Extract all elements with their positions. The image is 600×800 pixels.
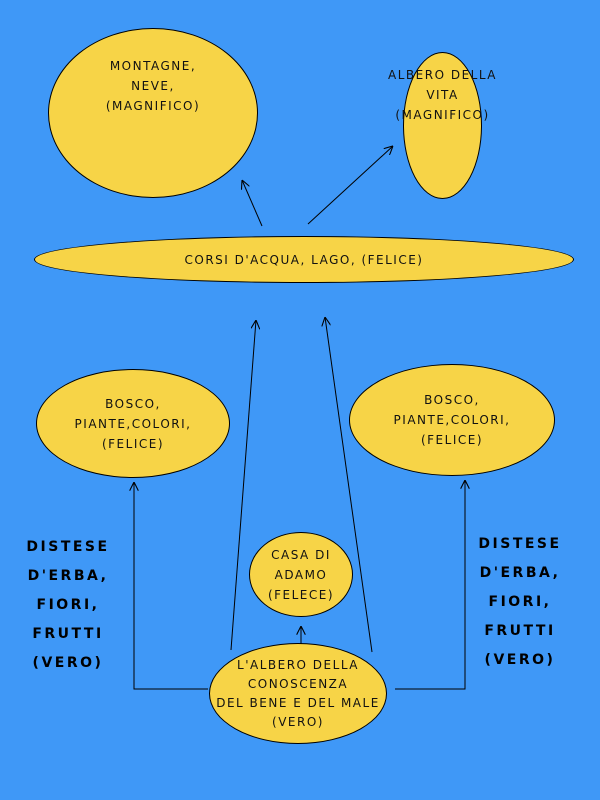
node-montagne: MONTAGNE, NEVE, (MAGNIFICO) <box>48 28 258 198</box>
node-bosco-left-line-1: BOSCO, <box>105 396 161 411</box>
node-casa-adamo-line-3: (FELECE) <box>267 587 335 602</box>
label-distese-right-line-3: FIORI, <box>488 594 552 610</box>
node-albero-conoscenza-line-3: DEL BENE E DEL MALE <box>216 695 380 710</box>
label-distese-right-line-5: (VERO) <box>484 652 556 668</box>
label-distese-right-line-2: D'ERBA, <box>479 565 561 581</box>
node-albero-conoscenza-line-1: L'ALBERO DELLA <box>237 657 359 672</box>
node-bosco-left: BOSCO, PIANTE,COLORI, (FELICE) <box>36 369 230 478</box>
node-casa-adamo-line-2: ADAMO <box>274 567 328 582</box>
label-distese-left: DISTESE D'ERBA, FIORI, FRUTTI (VERO) <box>3 533 133 678</box>
node-montagne-line-1: MONTAGNE, <box>109 59 197 73</box>
node-bosco-left-line-3: (FELICE) <box>101 436 165 451</box>
label-distese-left-line-4: FRUTTI <box>32 626 104 642</box>
arrow-knowledge-to-water-right <box>325 317 373 653</box>
label-distese-left-line-3: FIORI, <box>36 597 100 613</box>
node-bosco-right: BOSCO, PIANTE,COLORI, (FELICE) <box>349 364 555 476</box>
node-albero-vita-line-2: VITA <box>426 88 459 102</box>
node-corsi-acqua-line-1: CORSI D'ACQUA, LAGO, (FELICE) <box>184 252 424 267</box>
node-casa-adamo-line-1: CASA DI <box>271 547 331 562</box>
node-bosco-right-line-2: PIANTE,COLORI, <box>393 413 511 427</box>
node-bosco-left-line-2: PIANTE,COLORI, <box>74 416 192 431</box>
node-bosco-right-line-3: (FELICE) <box>420 433 484 447</box>
node-albero-conoscenza: L'ALBERO DELLA CONOSCENZA DEL BENE E DEL… <box>209 643 387 744</box>
label-distese-left-line-5: (VERO) <box>32 655 104 671</box>
node-corsi-acqua: CORSI D'ACQUA, LAGO, (FELICE) <box>34 236 574 283</box>
arrow-water-to-tree-of-life <box>307 146 393 225</box>
node-montagne-line-2: NEVE, <box>131 79 175 93</box>
label-distese-left-line-2: D'ERBA, <box>27 568 109 584</box>
node-albero-conoscenza-line-2: CONOSCENZA <box>247 676 349 691</box>
node-albero-vita: ALBERO DELLA VITA (MAGNIFICO) <box>388 52 496 199</box>
arrow-water-to-mountains <box>242 180 263 227</box>
node-albero-conoscenza-line-4: (VERO) <box>272 714 324 729</box>
arrow-knowledge-to-water-left <box>230 320 256 651</box>
label-distese-right-line-1: DISTESE <box>478 536 562 552</box>
node-albero-vita-line-3: (MAGNIFICO) <box>395 108 490 122</box>
label-distese-right-line-4: FRUTTI <box>484 623 556 639</box>
arrow-knowledge-to-left-forest <box>134 482 208 690</box>
arrow-knowledge-to-right-forest <box>395 480 465 690</box>
label-distese-right: DISTESE D'ERBA, FIORI, FRUTTI (VERO) <box>455 530 585 675</box>
node-montagne-line-3: (MAGNIFICO) <box>105 99 201 113</box>
node-albero-vita-line-1: ALBERO DELLA <box>388 68 497 82</box>
label-distese-left-line-1: DISTESE <box>26 539 110 555</box>
node-casa-adamo: CASA DI ADAMO (FELECE) <box>249 532 353 617</box>
node-bosco-right-line-1: BOSCO, <box>424 393 480 407</box>
